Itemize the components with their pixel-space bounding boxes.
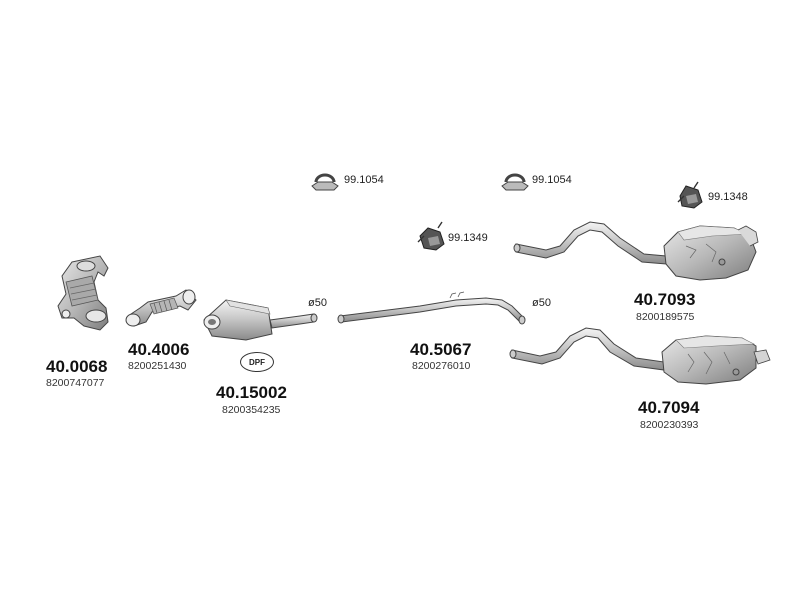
diameter-left-label: ø50 bbox=[308, 297, 327, 309]
catalytic-converter-part[interactable] bbox=[57, 255, 109, 331]
mount-1-number: 99.1349 bbox=[448, 232, 488, 244]
clamp-2-part[interactable] bbox=[501, 173, 529, 191]
rear-silencer-b-part[interactable] bbox=[509, 327, 771, 385]
part-number-downpipe: 40.4006 bbox=[128, 340, 190, 359]
rear-silencer-a-part[interactable] bbox=[513, 221, 759, 281]
dpf-part[interactable] bbox=[203, 299, 318, 341]
oem-number-cat: 8200747077 bbox=[46, 377, 105, 389]
clamp-1-number: 99.1054 bbox=[344, 174, 384, 186]
oem-number-rear-silencer-b: 8200230393 bbox=[640, 419, 699, 431]
dpf-badge: DPF bbox=[240, 352, 274, 372]
oem-number-downpipe: 8200251430 bbox=[128, 360, 187, 372]
oem-number-dpf: 8200354235 bbox=[222, 404, 281, 416]
oem-number-mid-pipe: 8200276010 bbox=[412, 360, 471, 372]
part-number-rear-silencer-a: 40.7093 bbox=[634, 290, 696, 309]
clamp-1-part[interactable] bbox=[311, 173, 339, 191]
mount-2-part[interactable] bbox=[677, 181, 703, 209]
part-number-rear-silencer-b: 40.7094 bbox=[638, 398, 700, 417]
diameter-right-label: ø50 bbox=[532, 297, 551, 309]
part-number-cat: 40.0068 bbox=[46, 357, 108, 376]
mount-1-part[interactable] bbox=[417, 221, 445, 251]
oem-number-rear-silencer-a: 8200189575 bbox=[636, 311, 695, 323]
mount-2-number: 99.1348 bbox=[708, 191, 748, 203]
downpipe-part[interactable] bbox=[125, 289, 197, 327]
clamp-2-number: 99.1054 bbox=[532, 174, 572, 186]
mid-pipe-part[interactable] bbox=[337, 291, 526, 325]
part-number-mid-pipe: 40.5067 bbox=[410, 340, 472, 359]
part-number-dpf: 40.15002 bbox=[216, 383, 287, 402]
